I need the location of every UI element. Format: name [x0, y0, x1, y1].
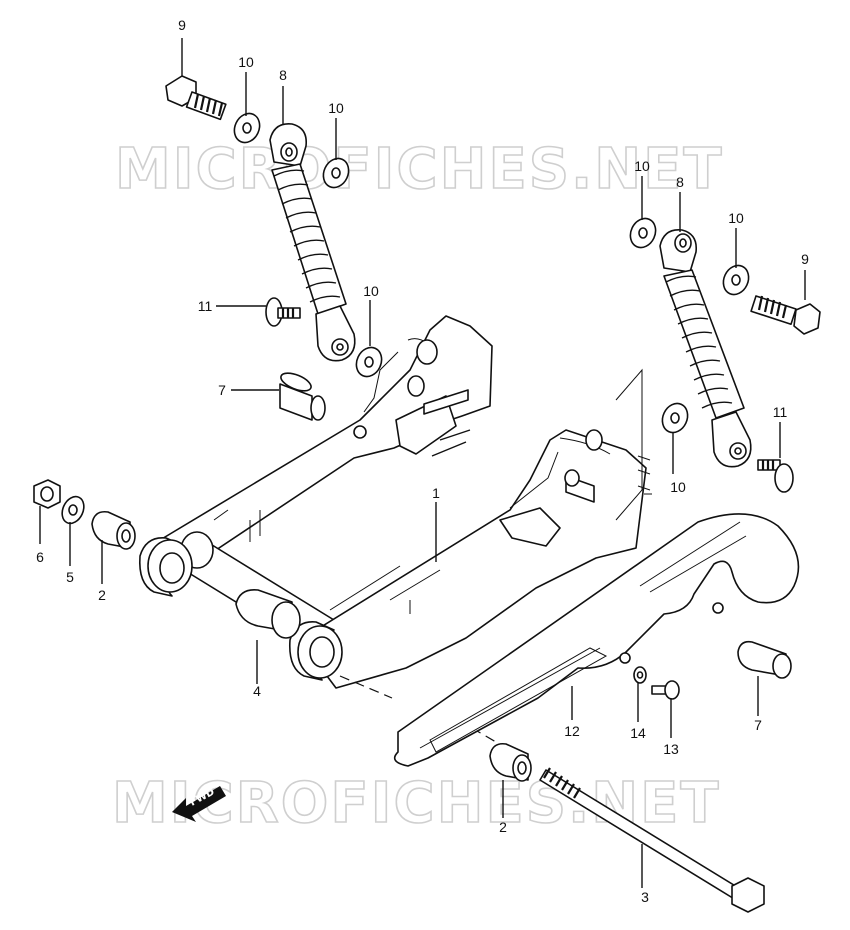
callout-14: 14 — [630, 725, 646, 741]
callout-10-e: 10 — [363, 283, 379, 299]
callout-13: 13 — [663, 741, 679, 757]
left-shock-absorber — [269, 123, 356, 362]
washer-14 — [633, 666, 647, 684]
washer-5 — [61, 495, 85, 525]
callout-6: 6 — [36, 549, 44, 565]
bushing-2-bottom — [489, 742, 532, 782]
callout-9-right: 9 — [801, 251, 809, 267]
chain-case-12 — [393, 513, 800, 767]
callout-7-right: 7 — [754, 717, 762, 733]
callout-2-bottom: 2 — [499, 819, 507, 835]
right-shock-washer-bottom — [661, 402, 689, 434]
callout-7-left: 7 — [218, 382, 226, 398]
right-lower-bolt-11 — [757, 459, 794, 493]
spacer-7-right — [737, 640, 792, 679]
right-shock-washer-top-a — [629, 217, 657, 249]
callout-10-d: 10 — [728, 210, 744, 226]
callout-5: 5 — [66, 569, 74, 585]
callout-10-b: 10 — [328, 100, 344, 116]
leader-lines — [39, 38, 806, 888]
callout-1: 1 — [432, 485, 440, 501]
spacer-4 — [235, 588, 301, 639]
callout-12: 12 — [564, 723, 580, 739]
screw-13 — [651, 680, 680, 700]
bushing-2-left — [91, 510, 136, 550]
left-spacer-7 — [279, 372, 326, 421]
left-shock-washer-bottom — [355, 346, 383, 378]
right-shock-washer-top-b — [722, 264, 750, 296]
left-shock-washer-top-a — [233, 112, 261, 144]
callout-11-left: 11 — [198, 298, 213, 314]
right-shock-absorber — [659, 229, 752, 468]
left-shock-bolt — [165, 75, 227, 121]
callout-3: 3 — [641, 889, 649, 905]
callout-9-left: 9 — [178, 17, 186, 33]
nut-6 — [33, 479, 61, 509]
callout-2-left: 2 — [98, 587, 106, 603]
left-lower-bolt-11 — [265, 297, 301, 327]
callout-8-right: 8 — [676, 174, 684, 190]
callout-4: 4 — [253, 683, 261, 699]
left-shock-washer-top-b — [322, 157, 350, 189]
callout-11-right: 11 — [773, 404, 788, 420]
callout-10-c: 10 — [634, 158, 650, 174]
pivot-bolt-3 — [539, 767, 765, 913]
right-shock-bolt — [750, 295, 821, 335]
callout-10-a: 10 — [238, 54, 254, 70]
watermark-top: MICROFICHES.NET — [115, 137, 724, 202]
callout-10-f: 10 — [670, 479, 686, 495]
callout-8-left: 8 — [279, 67, 287, 83]
